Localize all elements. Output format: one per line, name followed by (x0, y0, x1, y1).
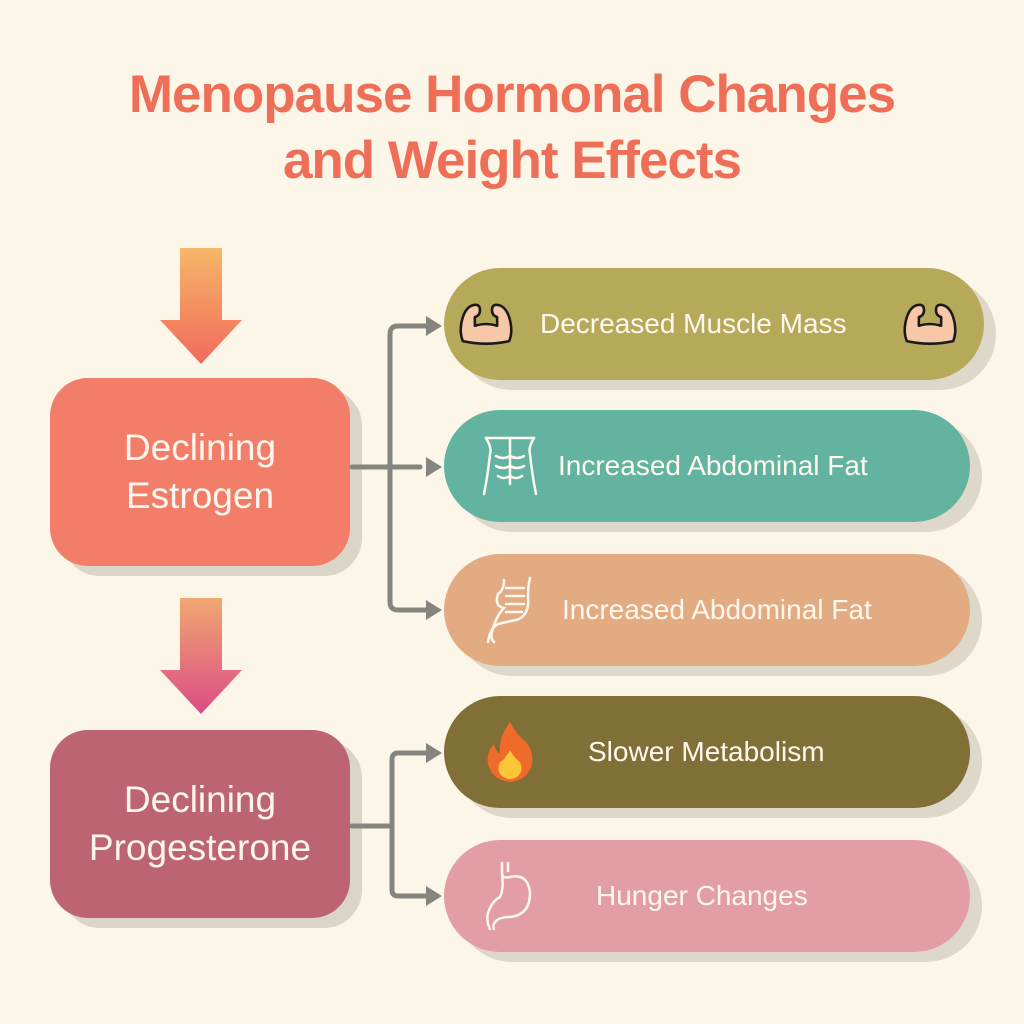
effect-label: Slower Metabolism (588, 736, 825, 767)
title-line-1: Menopause Hormonal Changes (128, 65, 896, 124)
hormone-box-estrogen: Declining Estrogen (50, 378, 350, 566)
effect-label: Increased Abdominal Fat (562, 594, 872, 625)
hormone-label: Declining (123, 779, 277, 820)
hormone-box-progesterone: Declining Progesterone (50, 730, 350, 918)
page-title: Menopause Hormonal Changes and Weight Ef… (0, 62, 1024, 194)
stomach-icon (480, 861, 540, 931)
arrowhead-icon (426, 886, 442, 906)
arrowhead-icon (426, 457, 442, 477)
effect-label: Increased Abdominal Fat (558, 450, 868, 481)
flexed-biceps-icon (456, 294, 516, 354)
intestine-icon (480, 576, 540, 644)
effect-increased-abdominal-fat: Increased Abdominal Fat (444, 410, 970, 522)
arrowhead-icon (426, 743, 442, 763)
hormone-label: Estrogen (125, 475, 275, 516)
arrowhead-icon (426, 316, 442, 336)
effect-decreased-muscle-mass: Decreased Muscle Mass (444, 268, 984, 380)
title-line-2: and Weight Effects (282, 131, 742, 190)
effect-label: Hunger Changes (596, 880, 808, 911)
hormone-label: Declining (123, 427, 277, 468)
abdominal-muscles-icon (480, 436, 540, 496)
effect-slower-metabolism: Slower Metabolism (444, 696, 970, 808)
arrowhead-icon (426, 600, 442, 620)
down-arrow-icon-progesterone (160, 598, 244, 716)
flexed-biceps-icon (900, 294, 960, 354)
fire-icon (480, 722, 540, 782)
hormone-label: Progesterone (88, 827, 312, 868)
effect-hunger-changes: Hunger Changes (444, 840, 970, 952)
effect-label: Decreased Muscle Mass (540, 308, 847, 339)
down-arrow-icon-estrogen (160, 248, 244, 366)
effect-increased-abdominal-fat-2: Increased Abdominal Fat (444, 554, 970, 666)
